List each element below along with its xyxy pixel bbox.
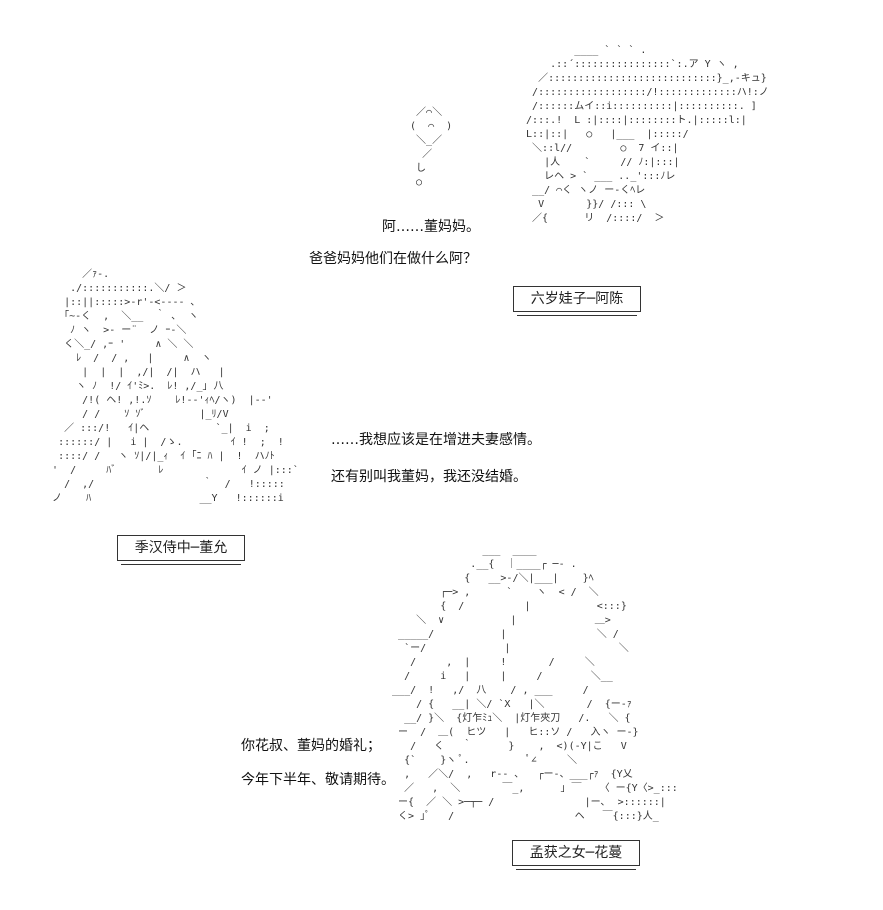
huaman-ascii-art: ___ ____ .__{ ｜____┌ ─- . { __>-/＼|___| … [392, 545, 678, 822]
scene1-line-1: 阿……董妈妈。 [382, 219, 480, 235]
scene2-line-2: 还有别叫我董妈，我还没结婚。 [331, 469, 527, 485]
scene2-name-tag: 季汉侍中─董允 [117, 535, 245, 565]
question-mark-art: ／⌒＼ ( ⌒ ) ＼_／ ／ し ○ [410, 107, 453, 188]
child-ascii-art: ____ ` ` ` . .::´::::::::::::::::`:.ア Y … [526, 45, 769, 224]
scene3-line-1: 你花叔、董妈的婚礼； [241, 738, 381, 754]
scene2-line-1: ……我想应该是在增进夫妻感情。 [331, 432, 541, 448]
scene1-name-tag: 六岁娃子─阿陈 [513, 286, 641, 316]
dongyun-ascii-art: ／ｧ-. ./:::::::::::.＼/ ＞ |::||:::::>‐r'‐<… [52, 269, 299, 504]
scene3-name-tag: 孟获之女─花蔓 [512, 840, 640, 870]
scene1-line-2: 爸爸妈妈他们在做什么阿？ [309, 251, 477, 267]
scene3-line-2: 今年下半年、敬请期待。 [241, 772, 395, 788]
